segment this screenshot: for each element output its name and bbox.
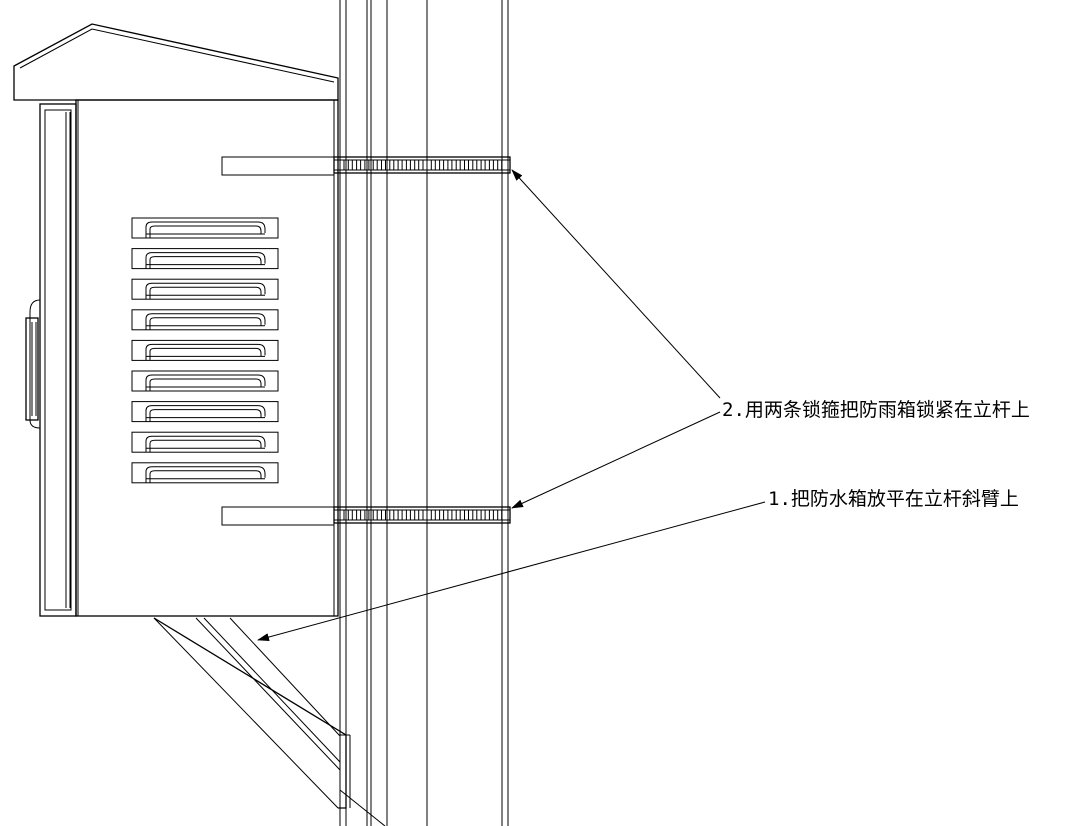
vent-slot — [131, 462, 279, 484]
leader-step2-upper — [511, 169, 721, 399]
clamp-tooth — [364, 159, 370, 171]
clamp-tooth — [414, 159, 420, 171]
clamp-tooth — [339, 159, 345, 171]
clamp-tooth — [356, 159, 362, 171]
vent-slot — [131, 309, 279, 331]
clamp-tooth — [488, 159, 494, 171]
vent-slot — [131, 248, 279, 270]
vent-slot — [131, 431, 279, 453]
clamp-tooth — [389, 509, 395, 521]
annotation-step1: 1.把防水箱放平在立杆斜臂上 — [768, 488, 1019, 510]
clamp-tooth — [497, 159, 503, 171]
clamp-tooth — [422, 509, 428, 521]
clamp-tooth — [488, 509, 494, 521]
leader-lines — [257, 169, 766, 641]
vent-slot — [131, 278, 279, 300]
vent-slot — [131, 401, 279, 423]
clamp-tooth — [455, 509, 461, 521]
clamp-tooth — [372, 159, 378, 171]
clamp-tooth — [356, 509, 362, 521]
clamp-tooth — [414, 509, 420, 521]
clamp-tooth — [389, 159, 395, 171]
clamp-tooth — [480, 509, 486, 521]
clamp-tooth — [439, 509, 445, 521]
cabinet-door — [39, 103, 77, 617]
clamp-tooth — [422, 159, 428, 171]
clamp-tooth — [497, 509, 503, 521]
clamp-bands — [221, 156, 511, 526]
clamp-tooth — [472, 509, 478, 521]
clamp-tooth — [439, 159, 445, 171]
clamp-tooth — [381, 509, 386, 521]
clamp-tooth — [447, 159, 453, 171]
door-handle — [25, 299, 41, 429]
vent-slot — [131, 217, 279, 239]
clamp-tooth — [447, 509, 453, 521]
clamp-tooth — [405, 159, 411, 171]
clamp-band-lower — [221, 506, 511, 526]
clamp-tooth — [339, 509, 345, 521]
clamp-tooth — [455, 159, 461, 171]
clamp-tooth — [464, 159, 469, 171]
clamp-tooth — [347, 159, 353, 171]
clamp-tooth — [430, 509, 436, 521]
clamp-tooth — [397, 509, 403, 521]
vent-louvres — [131, 217, 279, 484]
clamp-tooth — [430, 159, 436, 171]
clamp-band-upper — [221, 156, 511, 176]
clamp-tooth — [347, 509, 353, 521]
pole — [339, 0, 509, 826]
clamp-tooth — [405, 509, 411, 521]
clamp-tooth — [480, 159, 486, 171]
support-arm — [153, 617, 386, 826]
rain-roof — [13, 23, 339, 101]
annotation-step2: 2.用两条锁箍把防雨箱锁紧在立杆上 — [722, 399, 1030, 421]
vent-slot — [131, 370, 279, 392]
clamp-tooth — [472, 159, 478, 171]
leader-step2-lower — [511, 411, 721, 509]
leader-step1 — [257, 501, 766, 641]
clamp-tooth — [381, 159, 386, 171]
vent-slot — [131, 339, 279, 361]
cabinet-body — [75, 99, 339, 617]
clamp-tooth — [397, 159, 403, 171]
clamp-tooth — [372, 509, 378, 521]
clamp-tooth — [464, 509, 469, 521]
clamp-tooth — [364, 509, 370, 521]
